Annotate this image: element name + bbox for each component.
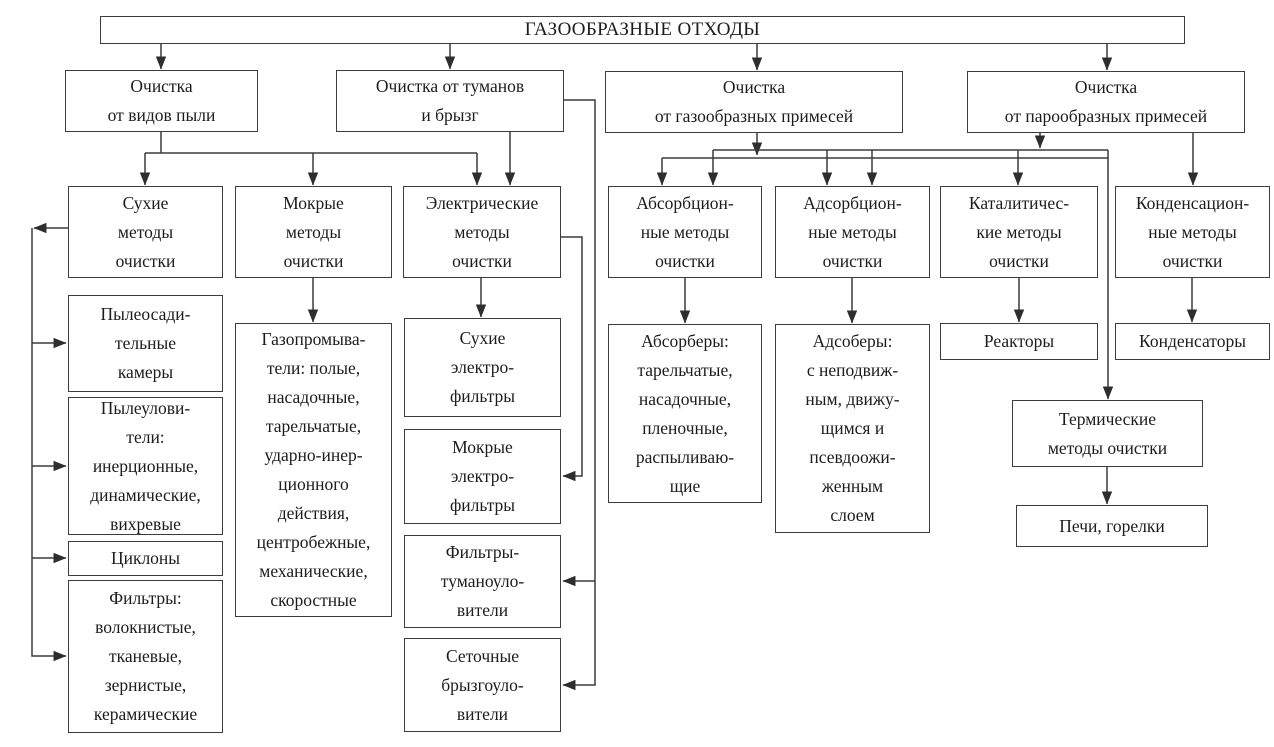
edge-electric-to-wet-electrofilters (561, 236, 583, 482)
edge-left-rail-vertical (31, 228, 67, 662)
node-reactors: Реакторы (940, 323, 1098, 360)
node-absorbers: Абсорберы: тарельчатые, насадочные, плен… (608, 324, 762, 503)
node-adsorption-methods: Адсорбцион- ные методы очистки (775, 186, 930, 278)
node-gaseous-waste: ГАЗООБРАЗНЫЕ ОТХОДЫ (100, 16, 1185, 44)
node-condensation-methods: Конденсацион- ные методы очистки (1115, 186, 1270, 278)
edge-mist-bypass-vertical (562, 99, 596, 691)
node-thermal-methods: Термические методы очистки (1012, 400, 1203, 467)
node-condensers: Конденсаторы (1115, 323, 1270, 360)
node-dry-electrofilters: Сухие электро- фильтры (404, 318, 561, 417)
node-dust-removal: Очистка от видов пыли (65, 70, 258, 132)
node-mesh-spray-catchers: Сеточные брызгоуло- вители (404, 638, 561, 732)
node-vapor-impurities-removal: Очистка от парообразных примесей (967, 71, 1245, 133)
node-electric-methods: Электрические методы очистки (403, 186, 561, 278)
node-wet-electrofilters: Мокрые электро- фильтры (404, 429, 561, 524)
node-cyclones: Циклоны (68, 541, 223, 576)
node-gas-washers: Газопромыва- тели: полые, насадочные, та… (235, 323, 392, 617)
edge-dust-removal-rail (145, 132, 477, 154)
node-mist-filters: Фильтры- туманоуло- вители (404, 535, 561, 628)
node-wet-methods: Мокрые методы очистки (235, 186, 392, 278)
node-absorption-methods: Абсорбцион- ные методы очистки (608, 186, 762, 278)
node-dust-settling-chambers: Пылеосади- тельные камеры (68, 295, 223, 392)
node-furnaces-burners: Печи, горелки (1016, 505, 1208, 547)
node-gaseous-impurities-removal: Очистка от газообразных примесей (605, 71, 903, 133)
node-mist-spray-removal: Очистка от туманов и брызг (336, 70, 564, 132)
node-adsorbers: Адсоберы: с неподвиж- ным, движу- щимся … (775, 324, 930, 533)
node-dust-collectors: Пылеулови- тели: инерционные, динамическ… (68, 397, 223, 535)
node-dry-methods: Сухие методы очистки (68, 186, 223, 278)
node-filters: Фильтры: волокнистые, тканевые, зернисты… (68, 580, 223, 733)
node-catalytic-methods: Каталитичес- кие методы очистки (940, 186, 1098, 278)
